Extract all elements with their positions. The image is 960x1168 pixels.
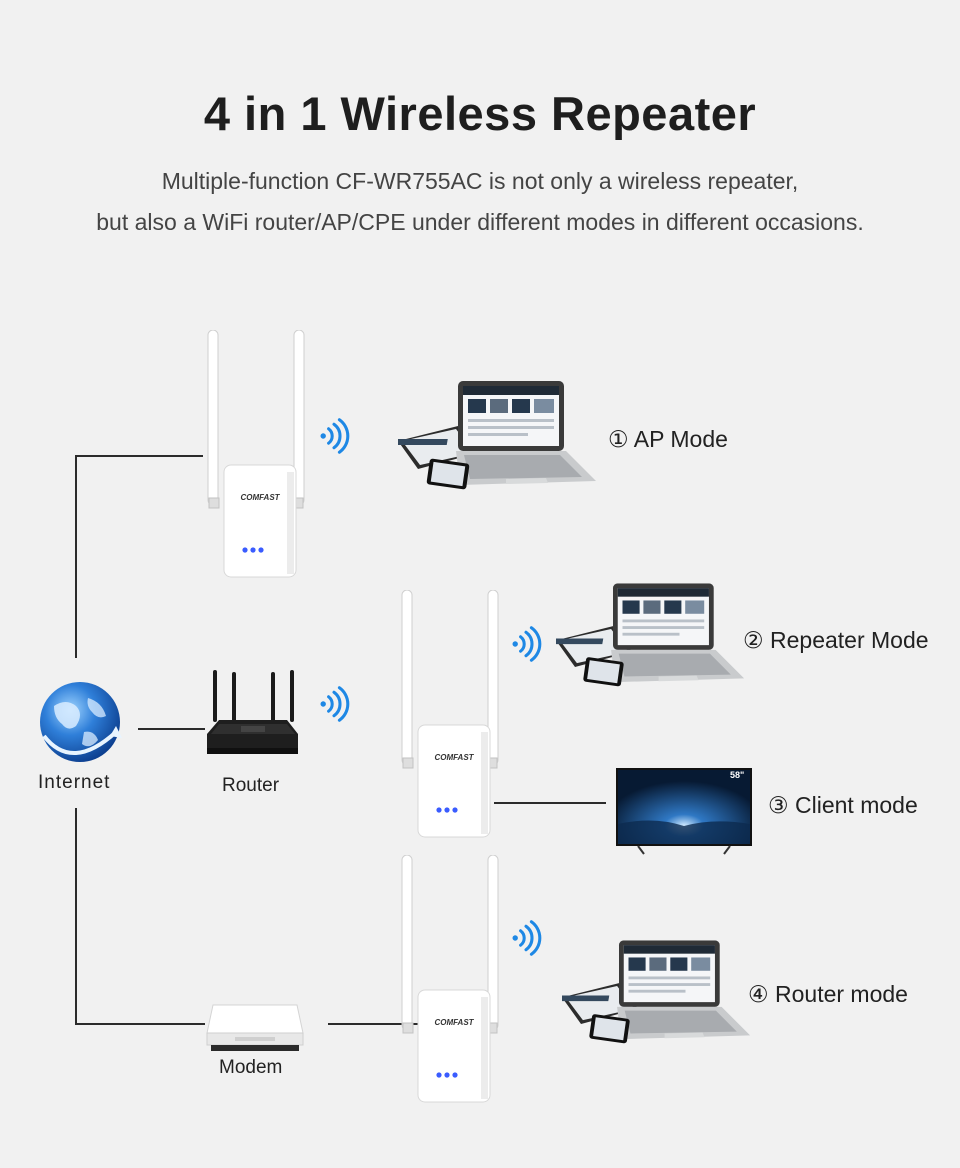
router-icon [207,670,298,754]
laptop-icon [398,381,598,496]
brand-logo: COMFAST [434,753,474,762]
router-label: Router [222,775,280,796]
laptop-icon [556,583,746,693]
repeater-icon-ap: COMFAST [196,330,356,580]
wifi-signal-icon [316,684,352,724]
line-internet-up [75,455,77,658]
repeater-icon-repeater: COMFAST [390,590,550,840]
subtitle-line-1: Multiple-function CF-WR755AC is not only… [161,168,799,194]
wifi-signal-icon [316,416,352,456]
line-repeater-tv [494,802,606,804]
brand-logo: COMFAST [434,1018,474,1027]
line-modem-repeater [328,1023,418,1025]
wifi-signal-icon [508,918,544,958]
internet-label: Internet [38,772,111,793]
mode-label-repeater: ② Repeater Mode [743,627,929,653]
mode-label-router: ④ Router mode [748,981,908,1007]
tv-size-badge: 58" [730,770,745,780]
globe-icon [40,682,122,762]
mode-label-ap: ① AP Mode [608,426,728,452]
mode-label-client: ③ Client mode [768,792,918,818]
wifi-signal-icon [508,624,544,664]
page-title: 4 in 1 Wireless Repeater [203,87,757,140]
line-internet-router [138,728,205,730]
subtitle-line-2: but also a WiFi router/AP/CPE under diff… [96,209,864,235]
modem-icon [206,1004,304,1051]
brand-logo: COMFAST [240,493,280,502]
laptop-icon [562,940,752,1050]
line-internet-down [75,808,77,1025]
repeater-icon-router: COMFAST [390,855,550,1105]
line-to-ap-repeater [75,455,203,457]
tv-icon [616,768,752,855]
modem-label: Modem [219,1057,283,1078]
line-to-modem [75,1023,205,1025]
